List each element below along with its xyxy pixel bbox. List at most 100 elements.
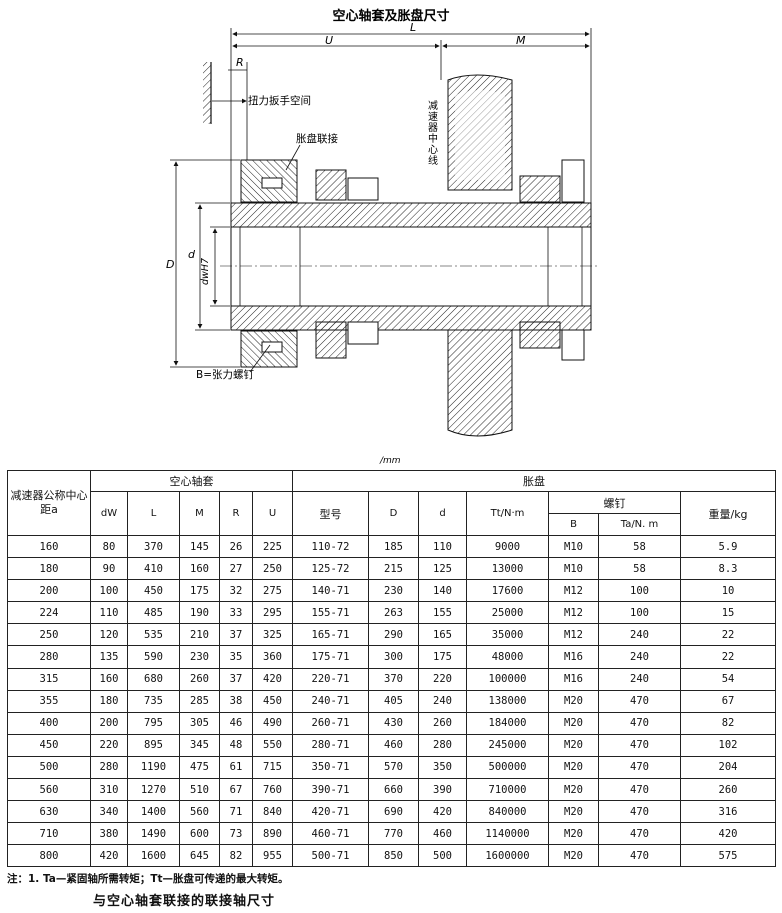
table-cell: 102 xyxy=(679,733,777,757)
th-m: M xyxy=(179,491,220,536)
table-cell: 460-71 xyxy=(292,822,369,846)
table-cell: 575 xyxy=(679,844,777,868)
table-cell: 560 xyxy=(179,800,220,824)
table-cell: 17600 xyxy=(466,579,549,603)
table-cell: 470 xyxy=(598,800,681,824)
table-cell: 180 xyxy=(7,557,91,581)
table-cell: 10 xyxy=(679,579,777,603)
table-cell: 420 xyxy=(252,667,293,691)
table-cell: 190 xyxy=(179,601,220,625)
th-l: L xyxy=(127,491,180,536)
table-cell: 135 xyxy=(90,645,128,669)
table-cell: 400 xyxy=(7,711,91,735)
table-cell: M20 xyxy=(548,778,599,802)
table-cell: 470 xyxy=(598,755,681,780)
table-cell: 360 xyxy=(252,645,293,669)
reducer-center-label: 减速器中心线 xyxy=(426,100,438,166)
table-cell: 460 xyxy=(368,733,419,757)
table-cell: 710000 xyxy=(466,778,549,802)
table-cell: M20 xyxy=(548,800,599,824)
table-cell: 405 xyxy=(368,689,419,713)
dim-m-label: M xyxy=(516,34,526,47)
table-cell: 160 xyxy=(90,667,128,691)
drawing-title: 空心轴套及胀盘尺寸 xyxy=(332,8,449,24)
table-cell: 260 xyxy=(679,778,777,802)
table-cell: 380 xyxy=(90,822,128,846)
table-cell: 280 xyxy=(418,733,467,757)
table-cell: 420 xyxy=(418,800,467,824)
table-cell: 1140000 xyxy=(466,822,549,846)
table-cell: 67 xyxy=(679,689,777,713)
table-cell: 100 xyxy=(598,579,681,603)
table-cell: 22 xyxy=(679,623,777,647)
table-cell: 165-71 xyxy=(292,623,369,647)
table-cell: 73 xyxy=(219,822,253,846)
table-cell: 316 xyxy=(679,800,777,824)
table-cell: 48 xyxy=(219,733,253,757)
table-cell: 500000 xyxy=(466,755,549,780)
table-cell: 165 xyxy=(418,623,467,647)
table-cell: 15 xyxy=(679,601,777,625)
table-cell: 890 xyxy=(252,822,293,846)
hollow-sleeve xyxy=(220,202,600,331)
table-cell: 500 xyxy=(418,844,467,868)
th-disc-group: 胀盘 xyxy=(291,470,777,492)
table-cell: 550 xyxy=(252,733,293,757)
table-cell: 220-71 xyxy=(292,667,369,691)
table-cell: 710 xyxy=(7,822,91,846)
shrink-disc-left xyxy=(240,159,298,368)
table-cell: M12 xyxy=(548,623,599,647)
table-cell: 690 xyxy=(368,800,419,824)
table-cell: 470 xyxy=(598,844,681,868)
table-cell: M16 xyxy=(548,667,599,691)
table-cell: 210 xyxy=(179,623,220,647)
th-u: U xyxy=(252,491,293,536)
table-cell: 290 xyxy=(368,623,419,647)
table-cell: 470 xyxy=(598,822,681,846)
table-cell: 25000 xyxy=(466,601,549,625)
table-cell: 46 xyxy=(219,711,253,735)
table-cell: 450 xyxy=(7,733,91,757)
table-cell: 470 xyxy=(598,733,681,757)
table-cell: 175 xyxy=(179,579,220,603)
table-cell: 370 xyxy=(127,534,180,559)
table-cell: 54 xyxy=(679,667,777,691)
table-cell: 71 xyxy=(219,800,253,824)
table-cell: 140-71 xyxy=(292,579,369,603)
table-cell: 1600000 xyxy=(466,844,549,868)
th-sleeve-group: 空心轴套 xyxy=(90,470,293,492)
table-cell: 340 xyxy=(90,800,128,824)
section-subtitle: 与空心轴套联接的联接轴尺寸 xyxy=(93,894,276,909)
table-cell: 535 xyxy=(127,623,180,647)
table-cell: 355 xyxy=(7,689,91,713)
table-cell: 215 xyxy=(368,557,419,581)
table-cell: 660 xyxy=(368,778,419,802)
table-cell: 280-71 xyxy=(292,733,369,757)
table-cell: 500-71 xyxy=(292,844,369,868)
table-cell: 350-71 xyxy=(292,755,369,780)
table-cell: 500 xyxy=(7,755,91,780)
table-cell: 82 xyxy=(219,844,253,868)
table-cell: 35000 xyxy=(466,623,549,647)
top-dimensions xyxy=(228,28,592,210)
table-cell: M12 xyxy=(548,579,599,603)
dim-dw-label: dwH7 xyxy=(200,258,211,285)
table-cell: 600 xyxy=(179,822,220,846)
table-cell: 275 xyxy=(252,579,293,603)
table-cell: 490 xyxy=(252,711,293,735)
table-cell: 850 xyxy=(368,844,419,868)
th-weight: 重量/kg xyxy=(679,491,777,536)
dim-l-label: L xyxy=(410,21,416,34)
table-cell: 22 xyxy=(679,645,777,669)
wall xyxy=(203,62,212,124)
table-cell: 460 xyxy=(418,822,467,846)
table-cell: 230 xyxy=(179,645,220,669)
